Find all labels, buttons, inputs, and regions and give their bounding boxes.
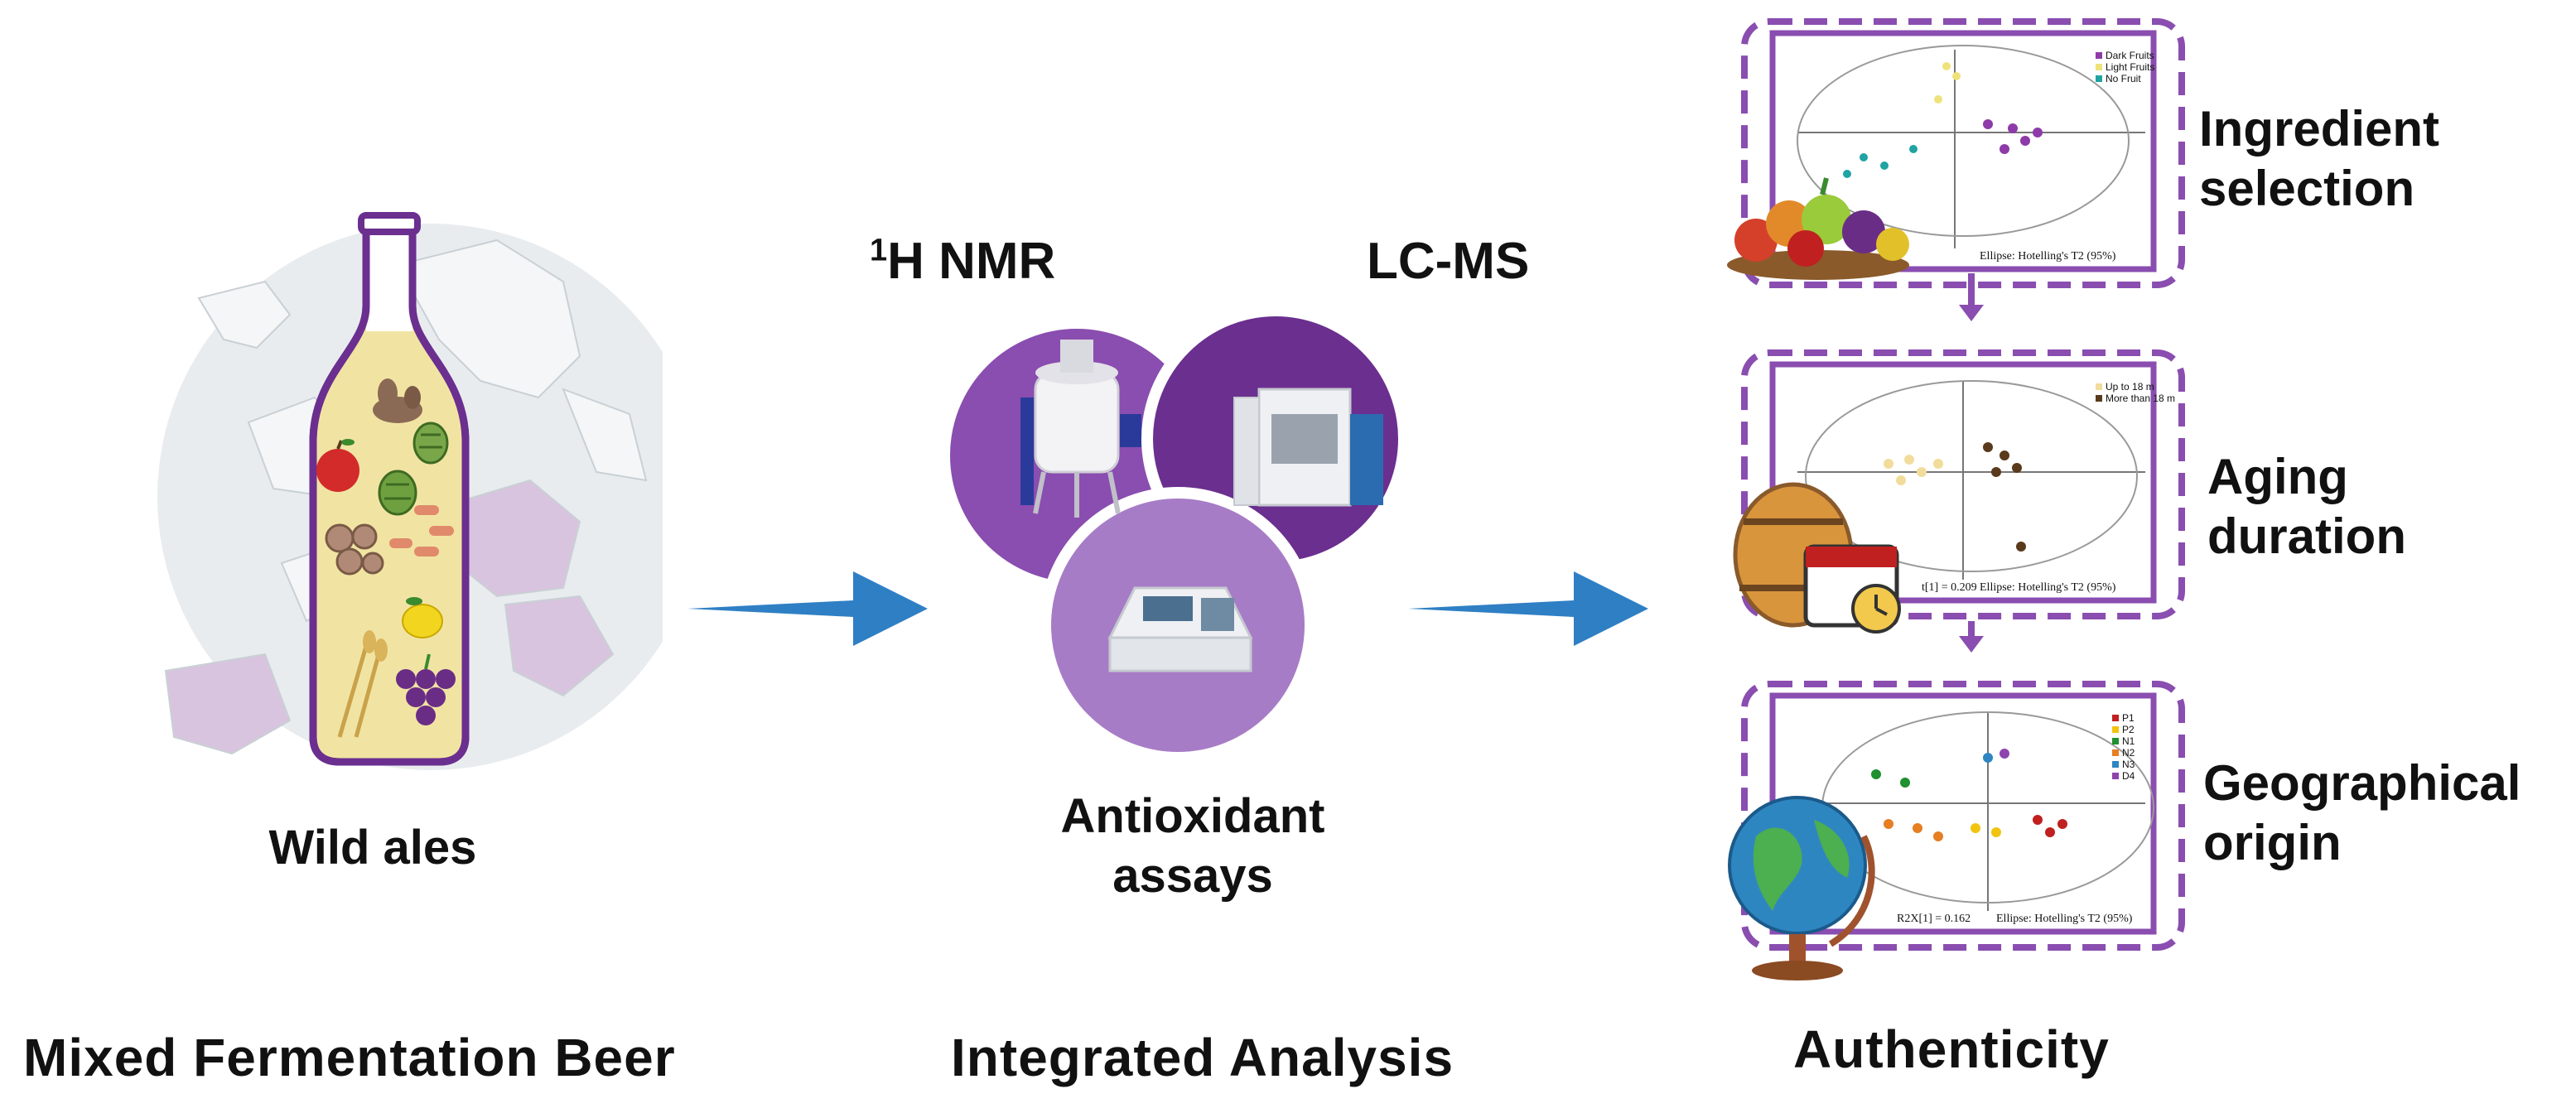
wild-ales-caption: Wild ales bbox=[268, 821, 477, 874]
legend-label: D4 bbox=[2122, 770, 2135, 782]
legend-swatch bbox=[2112, 749, 2119, 756]
legend-label: P2 bbox=[2122, 724, 2135, 735]
section-title-integrated-analysis: Integrated Analysis bbox=[951, 1028, 1454, 1087]
legend-swatch bbox=[2112, 761, 2119, 768]
legend-item: D4 bbox=[2112, 770, 2135, 782]
card-label-line2: origin bbox=[2203, 815, 2342, 870]
legend-swatch bbox=[2096, 52, 2102, 59]
ginger-icon bbox=[373, 378, 422, 423]
legend-item: P2 bbox=[2112, 724, 2135, 735]
card-legend: P1 P2 N1 N2 N3 D4 bbox=[2112, 712, 2135, 782]
wheat-icon bbox=[337, 630, 388, 738]
left-panel bbox=[149, 207, 663, 787]
legend-label: Light Fruits bbox=[2106, 61, 2155, 73]
legend-item: N2 bbox=[2112, 747, 2135, 759]
spectrophotometer-icon bbox=[1107, 586, 1253, 672]
legend-swatch bbox=[2112, 726, 2119, 733]
legend-item: Up to 18 m bbox=[2096, 381, 2175, 393]
card-label-line1: Ingredient bbox=[2199, 101, 2440, 157]
card-r2-note: R2X[1] = 0.162 bbox=[1897, 913, 1971, 925]
legend-swatch bbox=[2112, 773, 2119, 779]
lc-ms-instrument-icon bbox=[1233, 388, 1383, 507]
section-title-mixed-fermentation: Mixed Fermentation Beer bbox=[23, 1028, 676, 1087]
card-legend: Dark Fruits Light Fruits No Fruit bbox=[2096, 50, 2154, 84]
antioxidant-label: Antioxidant assays bbox=[1011, 787, 1375, 906]
card-label-line2: selection bbox=[2199, 161, 2415, 216]
legend-label: P1 bbox=[2122, 712, 2135, 724]
pca-card-aging: Up to 18 m More than 18 m t[1] = 0.209 E… bbox=[1733, 348, 2187, 634]
hops-icon bbox=[378, 470, 417, 516]
legend-label: More than 18 m bbox=[2106, 393, 2176, 404]
nmr-text: H NMR bbox=[887, 233, 1056, 290]
legend-label: No Fruit bbox=[2106, 73, 2141, 84]
pca-card-ingredient: Dark Fruits Light Fruits No Fruit Ellips… bbox=[1727, 17, 2187, 290]
barrel-calendar-icon bbox=[1733, 482, 1901, 634]
card-axis-caption: Ellipse: Hotelling's T2 (95%) bbox=[1980, 581, 2116, 594]
card-label-aging: Aging duration bbox=[2207, 447, 2406, 566]
arrow-right-icon bbox=[687, 571, 928, 646]
yeast-icon bbox=[325, 523, 384, 576]
antioxidant-line1: Antioxidant bbox=[1060, 789, 1325, 843]
legend-item: N3 bbox=[2112, 759, 2135, 770]
legend-item: P1 bbox=[2112, 712, 2135, 724]
card-axis-caption: Ellipse: Hotelling's T2 (95%) bbox=[1980, 250, 2116, 263]
card-axis-caption: Ellipse: Hotelling's T2 (95%) bbox=[1996, 913, 2133, 925]
legend-swatch bbox=[2096, 383, 2102, 390]
legend-label: Dark Fruits bbox=[2106, 50, 2154, 61]
legend-item: Dark Fruits bbox=[2096, 50, 2154, 61]
nmr-magnet-icon bbox=[1020, 340, 1141, 518]
card-legend: Up to 18 m More than 18 m bbox=[2096, 381, 2175, 404]
legend-item: No Fruit bbox=[2096, 73, 2154, 84]
legend-swatch bbox=[2112, 715, 2119, 721]
card-label-line1: Aging bbox=[2207, 449, 2348, 504]
legend-label: N3 bbox=[2122, 759, 2135, 770]
hops-icon bbox=[412, 422, 449, 465]
card-r2-note: t[1] = 0.209 bbox=[1922, 581, 1977, 594]
arrow-right-icon bbox=[1408, 571, 1648, 646]
beer-bottle bbox=[309, 212, 470, 766]
card-label-line1: Geographical bbox=[2203, 755, 2521, 811]
card-label-ingredient: Ingredient selection bbox=[2199, 99, 2439, 219]
grape-icon bbox=[396, 653, 456, 725]
pca-card-geography: P1 P2 N1 N2 N3 D4 R2X[1] = 0.162 Ellipse… bbox=[1728, 679, 2187, 980]
card-label-line2: duration bbox=[2207, 508, 2406, 564]
card-label-geography: Geographical origin bbox=[2203, 754, 2521, 873]
antioxidant-line2: assays bbox=[1112, 849, 1273, 903]
lcms-label: LC-MS bbox=[1367, 233, 1530, 290]
legend-item: N1 bbox=[2112, 735, 2135, 747]
legend-swatch bbox=[2096, 75, 2102, 82]
lemon-icon bbox=[402, 597, 443, 638]
legend-label: N1 bbox=[2122, 735, 2135, 747]
card-connectors bbox=[1959, 273, 1984, 653]
globe-icon bbox=[1728, 796, 1875, 980]
bacteria-icon bbox=[389, 505, 454, 556]
fruit-basket-icon bbox=[1727, 177, 1909, 280]
apple-icon bbox=[316, 439, 359, 492]
analysis-circles bbox=[944, 306, 1410, 764]
legend-swatch bbox=[2096, 64, 2102, 70]
nmr-superscript: 1 bbox=[870, 233, 888, 268]
legend-item: More than 18 m bbox=[2096, 393, 2175, 404]
legend-label: N2 bbox=[2122, 747, 2135, 759]
legend-swatch bbox=[2096, 395, 2102, 402]
nmr-label: 1H NMR bbox=[870, 232, 1055, 291]
section-title-authenticity: Authenticity bbox=[1793, 1019, 2110, 1079]
legend-label: Up to 18 m bbox=[2106, 381, 2154, 393]
legend-item: Light Fruits bbox=[2096, 61, 2154, 73]
legend-swatch bbox=[2112, 738, 2119, 744]
